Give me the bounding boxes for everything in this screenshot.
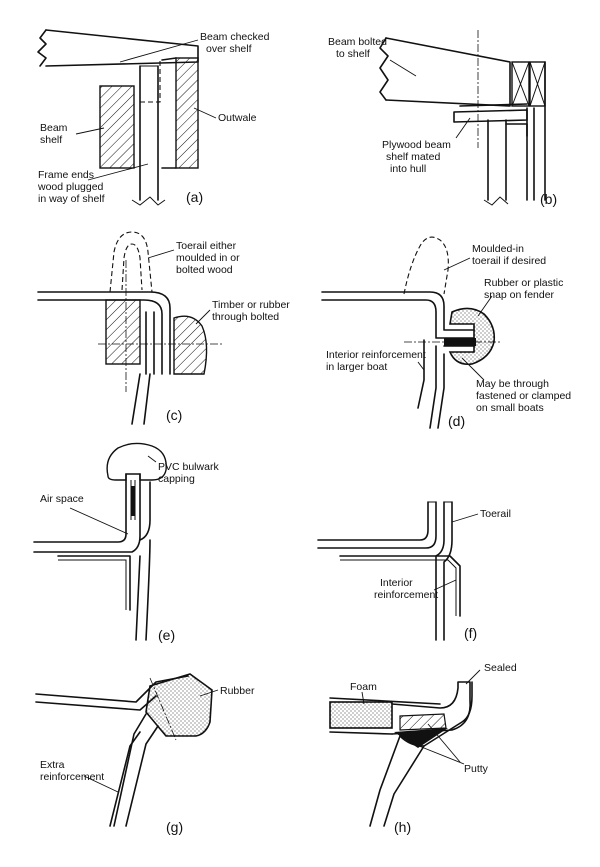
panel-g: Rubber Extra reinforcement (g) <box>35 673 255 835</box>
label-timber-1: Timber or rubber <box>212 299 290 311</box>
panel-d: Moulded-in toerail if desired Rubber or … <box>321 236 571 429</box>
label-interior-f-1: Interior <box>380 577 413 589</box>
caption-c: (c) <box>166 407 182 423</box>
label-interior-f-2: reinforcement <box>374 589 438 601</box>
panel-c: Toerail either moulded in or bolted wood… <box>37 231 290 425</box>
label-frame-2: wood plugged <box>37 181 104 193</box>
label-putty: Putty <box>464 763 489 775</box>
label-rubber-2: snap on fender <box>484 289 555 301</box>
panel-e: PVC bulwark capping Air space (e) <box>33 442 219 643</box>
caption-d: (d) <box>448 413 465 429</box>
label-rubber-g: Rubber <box>220 685 255 697</box>
label-frame-3: in way of shelf <box>38 193 105 205</box>
caption-b: (b) <box>540 191 557 207</box>
label-extra-2: reinforcement <box>40 771 104 783</box>
label-pvc-1: PVC bulwark <box>158 461 219 473</box>
label-frame-1: Frame ends <box>38 169 94 181</box>
label-pvc-2: capping <box>158 473 195 485</box>
caption-h: (h) <box>394 819 411 835</box>
label-bolted-1: Beam bolted <box>328 36 387 48</box>
panel-h: Sealed Foam Putty (h) <box>329 662 517 835</box>
label-beam-checked-1: Beam checked <box>200 31 270 43</box>
label-through-1: May be through <box>476 378 549 390</box>
label-beam-shelf-2: shelf <box>40 134 62 146</box>
label-moulded-1: Moulded-in <box>472 243 524 255</box>
label-sealed: Sealed <box>484 662 517 674</box>
caption-g: (g) <box>166 819 183 835</box>
caption-f: (f) <box>464 625 477 641</box>
caption-a: (a) <box>186 189 203 205</box>
label-outwale: Outwale <box>218 112 257 124</box>
label-beam-shelf-1: Beam <box>40 122 68 134</box>
label-bolted-2: to shelf <box>336 48 370 60</box>
label-extra-1: Extra <box>40 759 65 771</box>
panel-a: Beam checked over shelf Beam shelf Outwa… <box>37 29 270 206</box>
label-toerail-1: Toerail either <box>176 240 237 252</box>
label-plywood-2: shelf mated <box>386 151 440 163</box>
label-toerail-3: bolted wood <box>176 264 233 276</box>
panel-b: Beam bolted to shelf Plywood beam shelf … <box>328 30 557 207</box>
panel-f: Toerail Interior reinforcement (f) <box>317 501 511 641</box>
label-plywood-1: Plywood beam <box>382 139 451 151</box>
label-beam-checked-2: over shelf <box>206 43 252 55</box>
label-toerail-2: moulded in or <box>176 252 240 264</box>
label-through-3: on small boats <box>476 402 544 414</box>
label-plywood-3: into hull <box>390 163 426 175</box>
label-moulded-2: toerail if desired <box>472 255 546 267</box>
label-through-2: fastened or clamped <box>476 390 571 402</box>
label-interior-1: Interior reinforcement <box>326 349 426 361</box>
label-air-space: Air space <box>40 493 84 505</box>
label-interior-2: in larger boat <box>326 361 387 373</box>
label-toerail-f: Toerail <box>480 508 511 520</box>
label-timber-2: through bolted <box>212 311 279 323</box>
caption-e: (e) <box>158 627 175 643</box>
label-foam: Foam <box>350 681 377 693</box>
label-rubber-1: Rubber or plastic <box>484 277 563 289</box>
